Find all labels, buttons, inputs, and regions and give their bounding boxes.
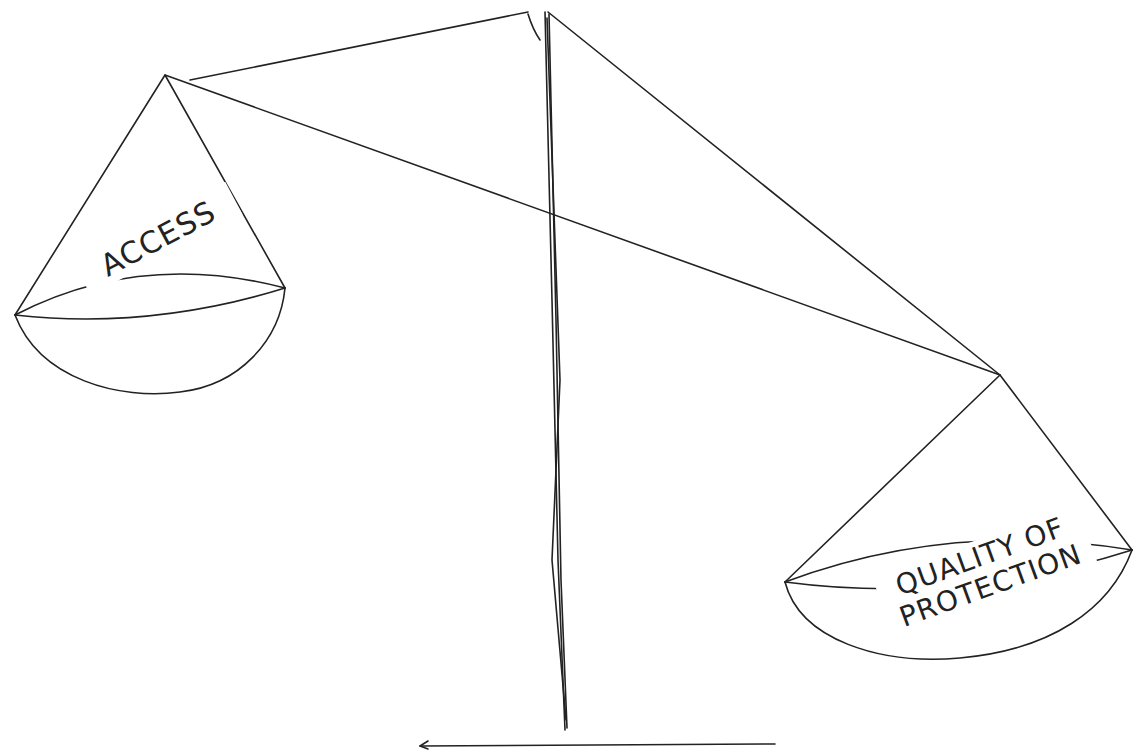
pole <box>547 18 566 720</box>
beam-brace <box>190 12 528 80</box>
scale-beam <box>165 75 1000 375</box>
base-tick <box>420 741 428 749</box>
pan-label: ACCESS <box>73 181 242 294</box>
pan-line <box>15 288 285 319</box>
pivot-mark <box>528 14 540 40</box>
scale-pan: QUALITY OF PROTECTION <box>780 372 1136 664</box>
pan-label: QUALITY OF PROTECTION <box>872 504 1098 640</box>
pan-line <box>15 288 285 394</box>
pan-line <box>15 75 285 315</box>
beam-brace <box>548 12 1000 375</box>
base-line <box>420 744 775 746</box>
scale-pan: ACCESS <box>10 72 292 400</box>
pan-line <box>15 274 285 315</box>
pan-outline <box>780 372 1136 664</box>
